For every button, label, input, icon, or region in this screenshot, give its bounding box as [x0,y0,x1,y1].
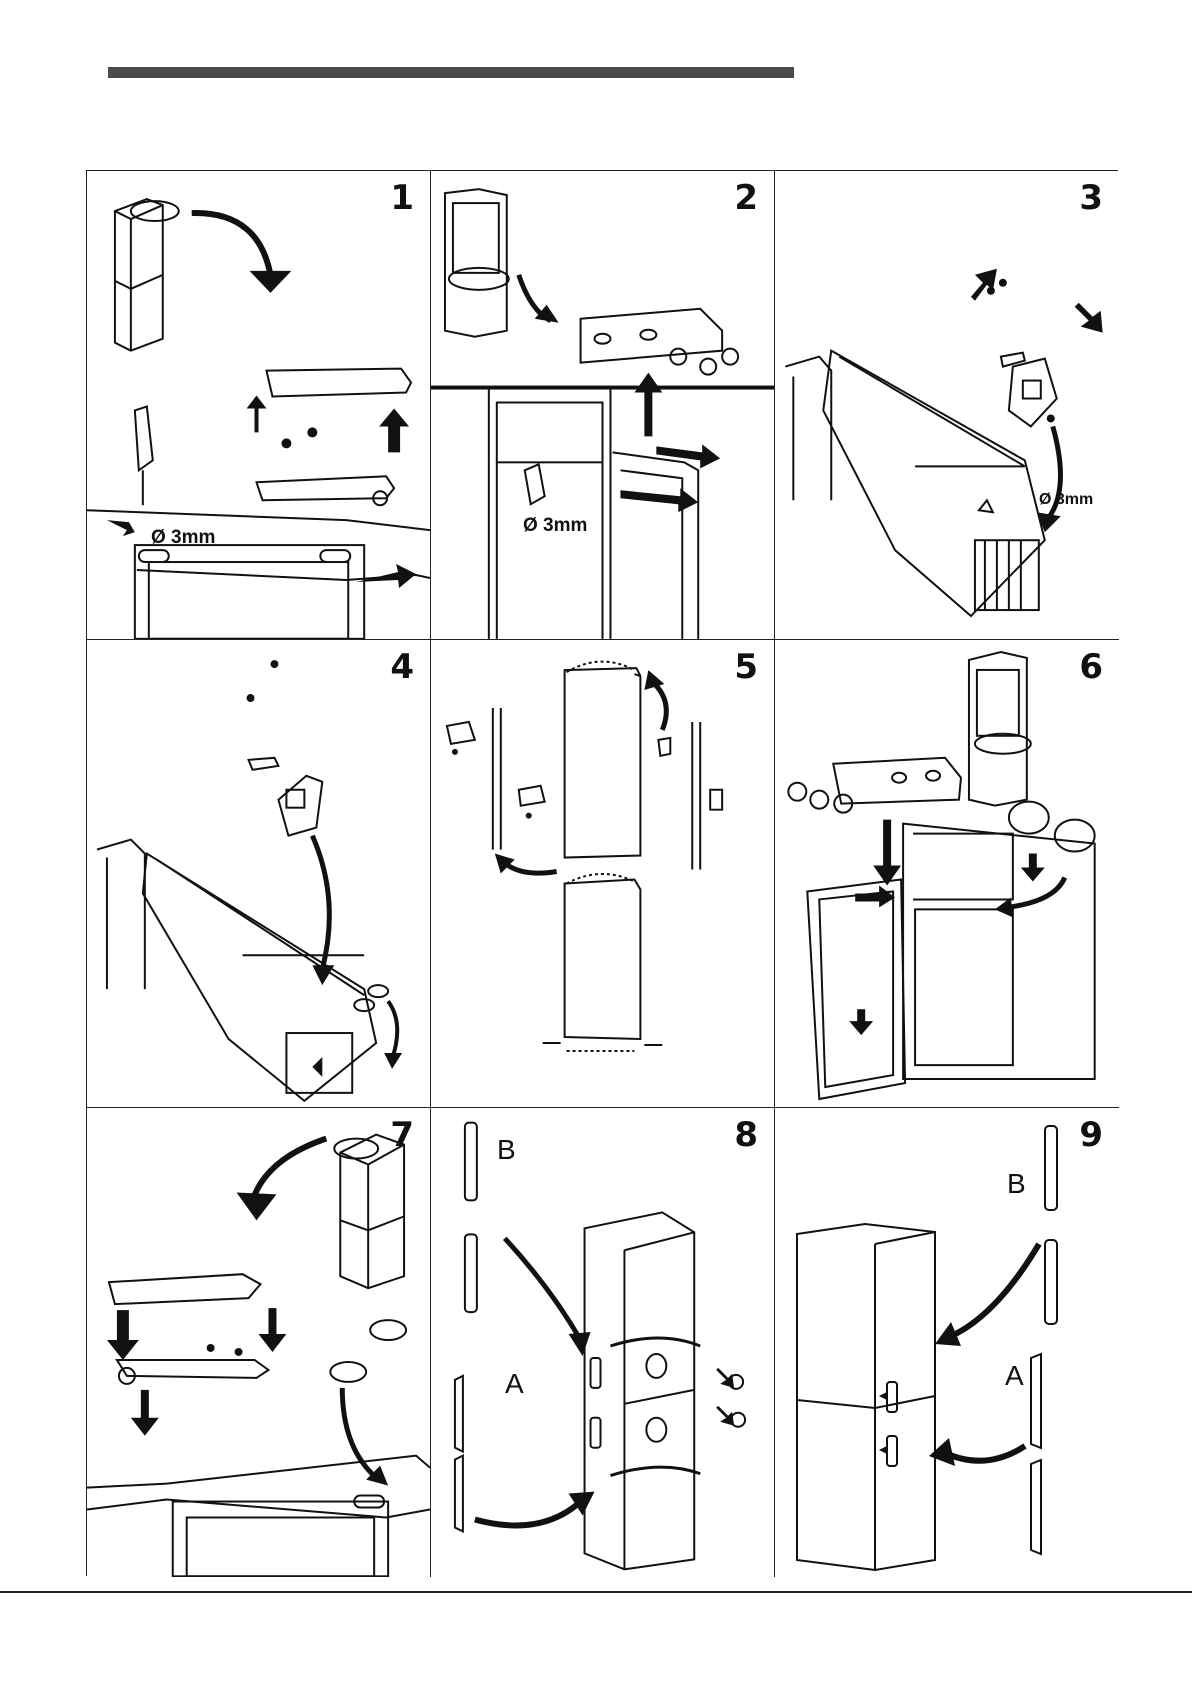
step-number: 5 [734,650,758,684]
step-5-illustration [431,640,774,1107]
drill-diameter-label: Ø 3mm [523,515,587,537]
step-number: 3 [1079,181,1103,215]
handle-label-b: B [1007,1168,1026,1200]
step-number: 1 [390,181,414,215]
footer-rule [0,1591,1192,1593]
drill-diameter-label: Ø 3mm [151,527,215,549]
handle-label-a: A [1005,1360,1024,1392]
step-panel-3: 3 Ø 3mm [775,171,1119,640]
step-panel-4: 4 [87,640,431,1108]
step-8-illustration [431,1108,774,1577]
step-3-illustration [775,171,1119,639]
step-7-illustration [87,1108,430,1577]
step-2-illustration [431,171,774,639]
step-panel-1: 1 Ø 3mm [87,171,431,640]
step-1-illustration [87,171,430,639]
step-number: 8 [734,1118,758,1152]
step-4-illustration [87,640,430,1107]
handle-label-a: A [505,1368,524,1400]
step-9-illustration [775,1108,1119,1577]
step-number: 9 [1079,1118,1103,1152]
step-panel-5: 5 [431,640,775,1108]
header-bar [108,67,794,78]
handle-label-b: B [497,1134,516,1166]
step-6-illustration [775,640,1119,1107]
step-panel-9: 9 B A [775,1108,1119,1577]
instruction-grid: 1 Ø 3mm 2 [86,170,1118,1576]
drill-diameter-label: Ø 3mm [1039,491,1093,509]
step-panel-6: 6 [775,640,1119,1108]
step-number: 2 [734,181,758,215]
step-panel-8: 8 B A [431,1108,775,1577]
step-number: 7 [390,1118,414,1152]
step-number: 4 [390,650,414,684]
step-panel-2: 2 Ø 3mm [431,171,775,640]
step-panel-7: 7 [87,1108,431,1577]
step-number: 6 [1079,650,1103,684]
